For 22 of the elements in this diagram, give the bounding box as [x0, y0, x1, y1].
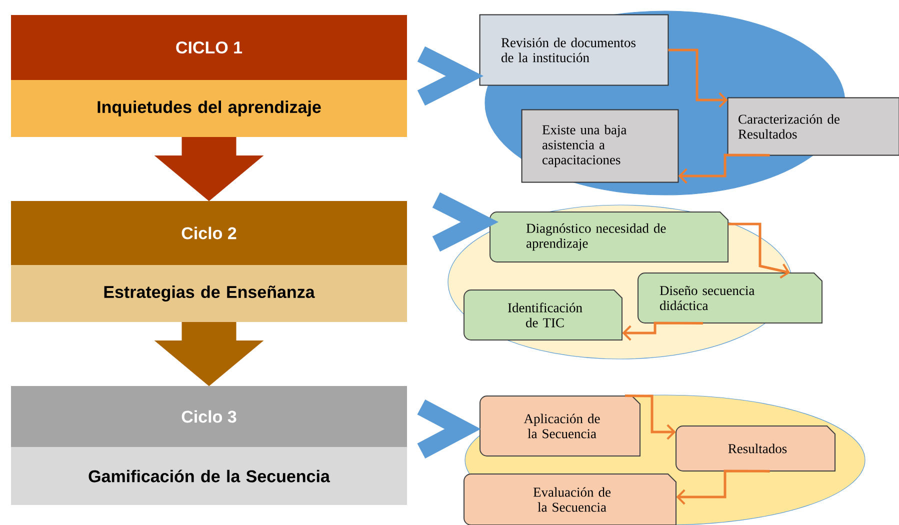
process-box: Resultados — [676, 426, 836, 472]
cycle-body: Estrategias de Enseñanza — [11, 265, 407, 322]
connector-arrow — [728, 222, 790, 279]
text-box: Existe una baja asistencia a capacitaciones — [521, 109, 679, 183]
cycle-body: Gamificación de la Secuencia — [11, 447, 407, 505]
block-arrow — [154, 322, 264, 386]
cycle-body: Inquietudes del aprendizaje — [11, 80, 407, 137]
connector-arrow — [678, 154, 770, 184]
block-arrow — [154, 136, 264, 202]
cycle-header: Ciclo 3 — [11, 386, 407, 447]
connector-arrow — [622, 322, 704, 341]
process-box: Identificación de TIC — [464, 290, 622, 340]
connector-arrow — [668, 48, 728, 108]
process-box: Diagnóstico necesidad de aprendizaje — [490, 212, 728, 262]
text-box: Caracterización de Resultados — [727, 97, 899, 156]
text-box: Revisión de documentos de la institución — [479, 14, 669, 86]
process-box: Aplicación de la Secuencia — [480, 396, 640, 456]
cycle-header: CICLO 1 — [11, 15, 407, 80]
process-box: Diseño secuencia didáctica — [638, 272, 822, 324]
connector-arrow — [676, 470, 770, 505]
cycle-header: Ciclo 2 — [11, 201, 407, 265]
process-box: Evaluación de la Secuencia — [464, 474, 676, 525]
